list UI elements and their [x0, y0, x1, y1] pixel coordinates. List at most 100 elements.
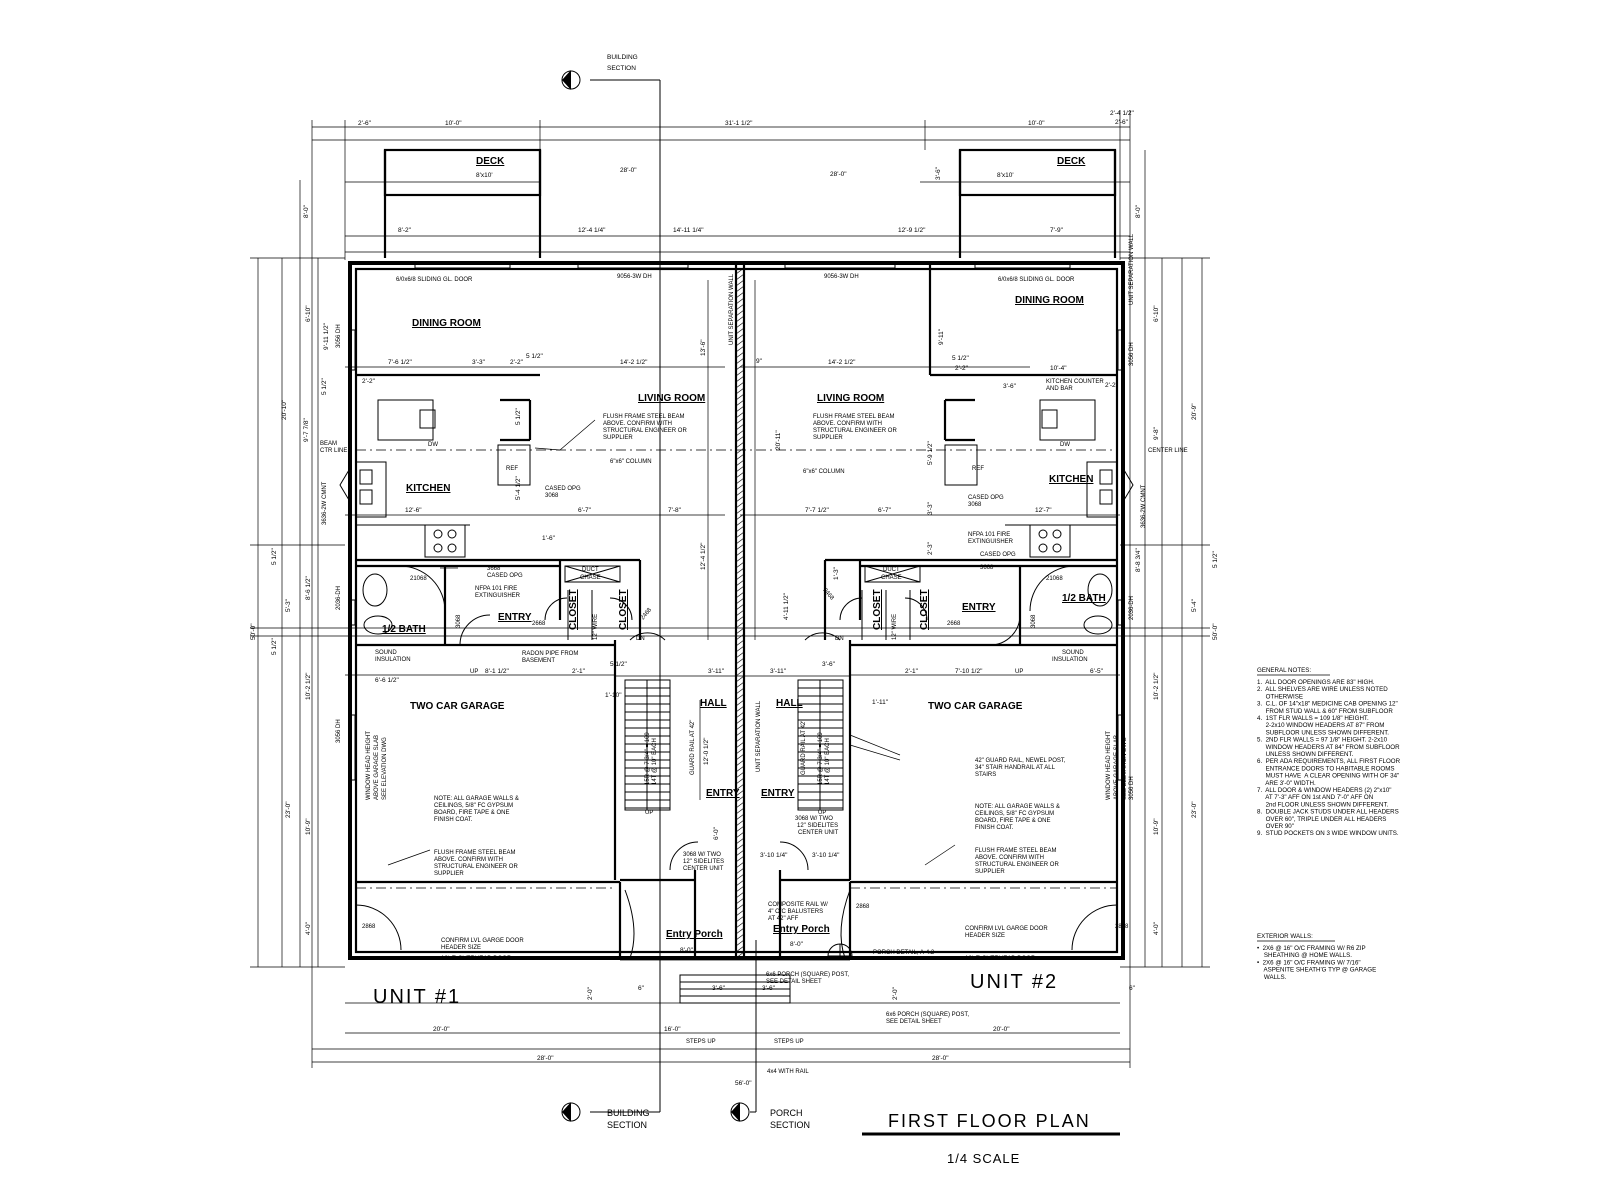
kitchen-fixtures-unit-2	[944, 399, 1118, 558]
room-hall-1: HALL	[700, 698, 727, 709]
note-line: 9. STUD POCKETS ON 3 WIDE WINDOW UNITS.	[1257, 830, 1399, 837]
dim-int: 3'-11"	[708, 668, 725, 675]
dim-left: 8'-0"	[303, 204, 310, 218]
note-line: UNLESS SHOWN DIFFERENT.	[1257, 751, 1354, 758]
note-line: • 2X6 @ 16" O/C FRAMING W/ 7/16"	[1257, 959, 1361, 966]
interior-walls-unit-1	[356, 373, 697, 958]
general-notes: GENERAL NOTES:1. ALL DOOR OPENINGS ARE 8…	[1257, 667, 1401, 837]
wall-hatch	[735, 951, 745, 959]
wall-hatch	[735, 363, 745, 371]
door-3068-2: 3068	[1031, 614, 1037, 628]
deck-unit-2	[958, 148, 1117, 258]
section-marker-top	[561, 70, 581, 90]
wall-hatch	[735, 393, 745, 401]
column-2: 6"x6" COLUMN	[803, 469, 845, 475]
stair-note-1: 14T @ 10" EACH	[652, 738, 658, 785]
garage-note-2: FINISH COAT.	[975, 825, 1014, 831]
nfpa-1: EXTINGUISHER	[475, 593, 521, 599]
dim-left: 23'-0"	[285, 801, 292, 818]
dim-int: 4'-11 1/2"	[783, 592, 790, 620]
window-head-1: ABOVE GARAGE SLAB	[374, 735, 380, 800]
composite-rail: AT 42" AFF	[768, 916, 799, 922]
dim-int: 2'-2"	[510, 359, 524, 366]
sound-1: INSULATION	[375, 657, 411, 663]
dim-int: 12'-6"	[405, 507, 422, 514]
wall-hatch	[735, 375, 745, 383]
wall-hatch	[735, 315, 745, 323]
room-bath-1: 1/2 BATH	[382, 624, 426, 635]
dim-deck: 7'-9"	[1050, 227, 1064, 234]
kitchen-counter: AND BAR	[1046, 386, 1073, 392]
door-3068-1: 3068	[456, 614, 462, 628]
wall-hatch	[735, 615, 745, 623]
dim-bottom: 20'-0"	[993, 1026, 1010, 1033]
dim-int: 5 1/2"	[526, 353, 543, 360]
wall-hatch	[735, 903, 745, 911]
dim-int: 6"	[638, 985, 645, 992]
wall-hatch	[735, 705, 745, 713]
unit-sep-1: UNIT SEPARATION WALL	[729, 273, 735, 345]
unit-1-label: UNIT #1	[373, 986, 461, 1008]
dim-top: 2'-6"	[358, 120, 372, 127]
guard-rail: 34" STAIR HANDRAIL AT ALL	[975, 765, 1056, 771]
composite-rail: 4" O/C BALUSTERS	[768, 909, 823, 915]
deck-unit-1	[383, 148, 542, 258]
wall-hatch	[735, 855, 745, 863]
room-living-1: LIVING ROOM	[638, 393, 705, 404]
door-swings	[355, 565, 1118, 951]
duct-1: DUCT	[582, 567, 599, 573]
beam-note-1: FLUSH FRAME STEEL BEAM	[603, 414, 684, 420]
wall-hatch	[735, 561, 745, 569]
dim-bottom: 28'-0"	[537, 1055, 554, 1062]
dim-deck: 8'-2"	[398, 227, 412, 234]
wall-hatch	[735, 693, 745, 701]
page-title: FIRST FLOOR PLAN	[888, 1111, 1091, 1131]
deck-size-1: 8'x10'	[476, 172, 493, 179]
door-2668-1: 2668	[532, 621, 546, 627]
wall-hatch	[735, 885, 745, 893]
wall-hatch	[735, 663, 745, 671]
radon: RADON PIPE FROM	[522, 651, 578, 657]
wall-hatch	[735, 267, 745, 275]
dim-left: 5 1/2"	[321, 378, 328, 395]
dim-deck: 14'-11 1/4"	[673, 227, 704, 234]
beam-note-4: ABOVE. CONFIRM WITH	[975, 855, 1044, 861]
sound-2: INSULATION	[1052, 657, 1088, 663]
porch-detail-marker	[827, 943, 853, 957]
dim-int: 5 1/2"	[515, 408, 522, 425]
beam-note-4: SUPPLIER	[975, 869, 1005, 875]
cased-3668-1: CASED OPG	[487, 573, 523, 579]
wall-hatch	[735, 879, 745, 887]
dim-int: 1'-6"	[542, 535, 556, 542]
garage-note-1: CEILINGS, 5/8" FC GYPSUM	[434, 803, 513, 809]
note-line: ENTRANCE DOORS TO HABITABLE ROOMS	[1257, 765, 1395, 772]
wall-hatch	[735, 273, 745, 281]
wall-hatch	[735, 531, 745, 539]
dim-right: 5'-4"	[1191, 598, 1198, 612]
wall-hatch	[735, 621, 745, 629]
wall-hatch	[735, 759, 745, 767]
wall-hatch	[735, 825, 745, 833]
wall-hatch	[735, 669, 745, 677]
wall-hatch	[735, 405, 745, 413]
door-2468-1: 2468	[640, 607, 654, 622]
dim-int: 3'-6"	[762, 985, 776, 992]
page-scale: 1/4 SCALE	[947, 1151, 1020, 1166]
wall-hatch	[735, 429, 745, 437]
note-line: OVER 60", TRIPLE UNDER ALL HEADERS	[1257, 816, 1386, 823]
dim-int: 6'-6 1/2"	[375, 677, 399, 684]
w3636-2: 3636-2W CMNT	[1141, 484, 1147, 528]
note-line: 8. DOUBLE JACK STUDS UNDER ALL HEADERS	[1257, 809, 1399, 816]
shelves-1: 12" WIRE	[593, 614, 599, 640]
wall-hatch	[735, 507, 745, 515]
building-section-top-label-2: SECTION	[607, 65, 636, 72]
w2036-2: 2036-DH	[1129, 596, 1135, 620]
sidelites-2: 3068 W/ TWO	[795, 816, 833, 822]
window-dh-1: 9056-3W DH	[617, 274, 652, 280]
beam-note-3: ABOVE. CONFIRM WITH	[434, 857, 503, 863]
dim-left: 5 1/2"	[271, 548, 278, 565]
dim-right: 50'-0"	[1212, 623, 1219, 640]
wall-hatch	[735, 459, 745, 467]
wall-hatch	[735, 867, 745, 875]
dim-int: 10'-4"	[1050, 365, 1067, 372]
